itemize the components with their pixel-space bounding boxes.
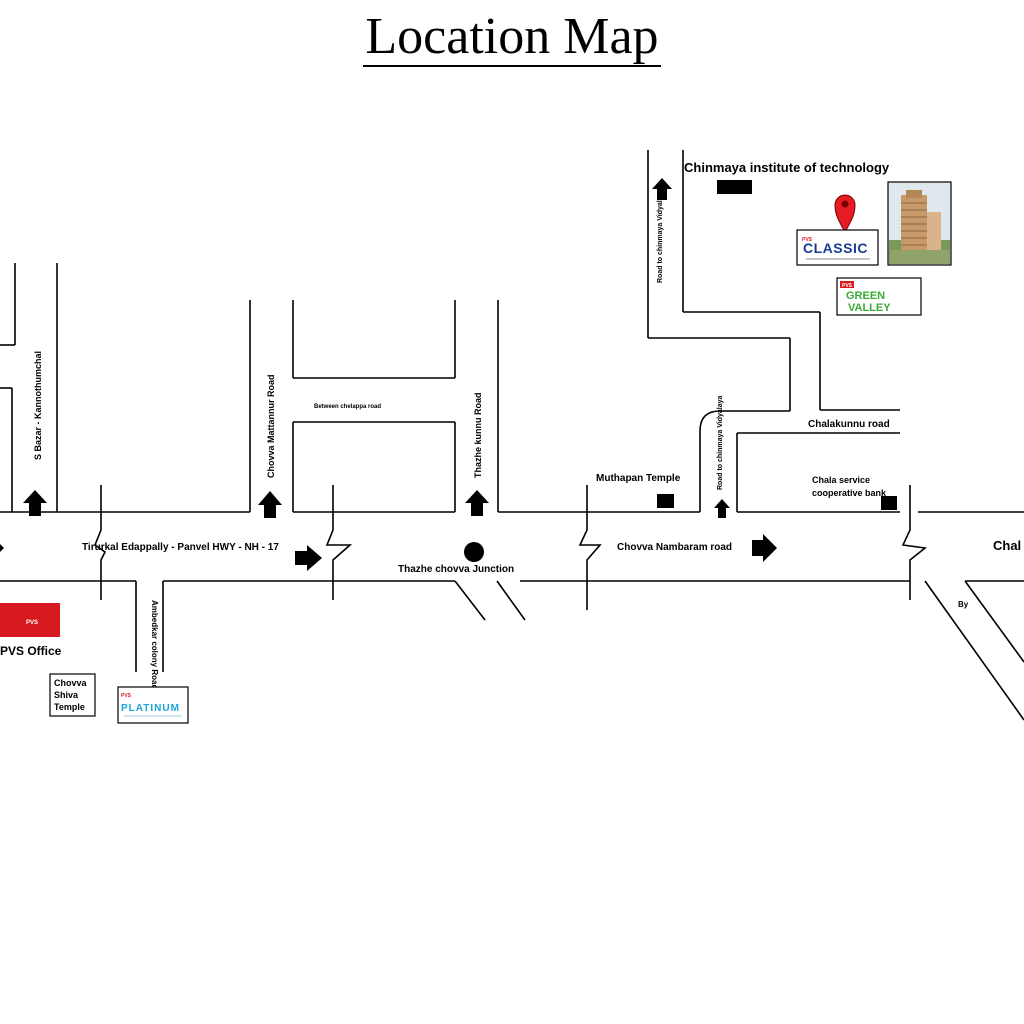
road-break-marker	[901, 485, 927, 600]
junction-dot-icon	[464, 542, 484, 562]
chinmaya-label: Chinmaya institute of technology	[684, 160, 890, 175]
chalakunnu-label: Chalakunnu road	[808, 419, 890, 430]
arrow-up-icon	[714, 499, 730, 518]
between-road-label: Between chelappa road	[314, 404, 381, 410]
green-valley-logo-top: PVS	[842, 283, 853, 289]
platinum-logo-text: PLATINUM	[121, 703, 180, 714]
temple-box[interactable]	[49, 673, 96, 717]
road-to-chinmaya-label: Road to chinmaya Vidyalaya	[657, 188, 664, 283]
thazhe-kunnu-label: Thazhe kunnu Road	[473, 393, 483, 479]
arrow-right-icon	[752, 534, 777, 562]
junction-road-edge	[496, 580, 526, 621]
pvs-office-label: PVS Office	[0, 644, 62, 658]
junction-label: Thazhe chovva Junction	[398, 564, 514, 575]
chinmaya-block	[717, 180, 752, 194]
green-valley-badge	[840, 281, 854, 288]
chala-bank-block	[881, 496, 897, 510]
mattannur-road-label: Chovva Mattannur Road	[266, 374, 276, 478]
ambedkar-road-label: Ambedkar colony Road	[150, 600, 159, 689]
green-valley-logo-text-2: VALLEY	[848, 302, 891, 314]
s-bazar-label: S Bazar - Kannothumchal	[33, 351, 43, 460]
highway-label: Tirurkal Edappally - Panvel HWY - NH - 1…	[82, 542, 279, 553]
arrow-up-icon	[465, 490, 489, 516]
chala-label: Chal	[993, 538, 1021, 553]
bypass-road-edge	[924, 580, 1024, 721]
arrow-right-icon	[295, 545, 322, 571]
bypass-road-edge	[964, 580, 1024, 663]
chinmaya-road-edge	[699, 410, 790, 512]
road-break-marker	[94, 485, 107, 600]
page-title-wrap: Location Map	[0, 6, 1024, 68]
arrow-right-icon	[0, 544, 4, 552]
map-pin-icon[interactable]	[834, 194, 856, 233]
road-network	[0, 150, 1024, 721]
green-valley-logo-text-1: GREEN	[846, 290, 885, 302]
classic-logo-top: PVS	[802, 237, 813, 243]
arrow-up-icon	[652, 178, 672, 200]
road-break-marker	[325, 485, 353, 600]
landmark-blocks	[657, 180, 897, 510]
chovva-nambaram-label: Chovva Nambaram road	[617, 542, 732, 553]
arrow-up-icon	[258, 491, 282, 518]
muthappan-label: Muthapan Temple	[596, 473, 681, 484]
pvs-office-logo-text: PVS	[26, 620, 38, 626]
temple-label-1: Chovva	[54, 678, 88, 688]
road-break-marker	[578, 485, 602, 610]
junction-road-edge	[454, 580, 486, 621]
pvs-office-logo[interactable]	[0, 603, 60, 637]
classic-logo-text: CLASSIC	[803, 240, 868, 256]
muthappan-temple-block	[657, 494, 674, 508]
chala-bank-label-1: Chala service	[812, 475, 870, 485]
arrow-up-icon	[23, 490, 47, 516]
building-photo-icon[interactable]	[887, 181, 952, 266]
temple-label-3: Temple	[54, 702, 85, 712]
road-to-chinmaya-label-2: Road to chinmaya Vidyalaya	[717, 395, 724, 490]
platinum-logo-top: PVS	[121, 693, 132, 699]
arrows	[0, 178, 777, 571]
temple-label-2: Shiva	[54, 690, 79, 700]
page-title: Location Map	[363, 8, 661, 67]
chala-bank-label-2: cooperative bank	[812, 488, 887, 498]
bypass-label: By	[958, 600, 969, 609]
platinum-logo[interactable]	[117, 686, 189, 724]
